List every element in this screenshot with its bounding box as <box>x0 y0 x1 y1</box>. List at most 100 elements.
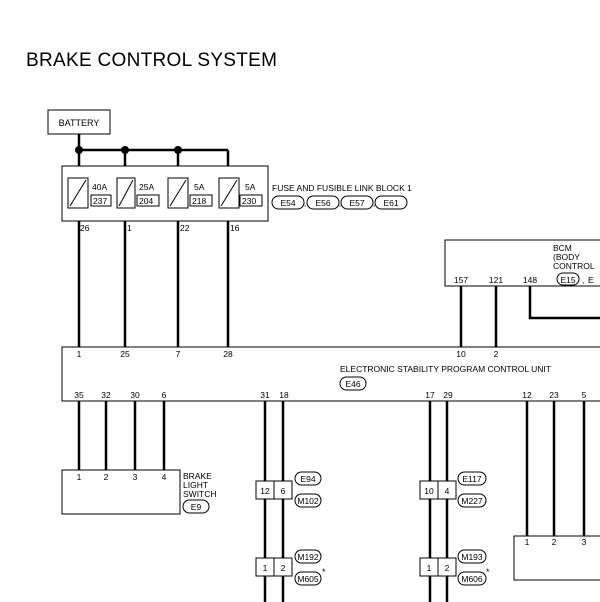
connector-label: M227 <box>461 496 483 506</box>
splice-dot <box>121 146 129 154</box>
battery-label: BATTERY <box>59 118 100 128</box>
connector-label: E57 <box>349 198 364 208</box>
terminal-number: 26 <box>80 223 90 233</box>
svg-text:,: , <box>582 275 584 285</box>
connector-oval <box>294 471 322 486</box>
connector-label: E117 <box>462 474 481 484</box>
brake-light-switch-label: BRAKE <box>183 471 212 481</box>
fuse-icon <box>167 177 189 209</box>
terminal-number: 30 <box>130 390 140 400</box>
terminal-number: 5 <box>582 390 587 400</box>
terminal-number: 22 <box>180 223 190 233</box>
terminal-number: 25 <box>120 349 130 359</box>
fuse-block-title: FUSE AND FUSIBLE LINK BLOCK 1 <box>272 183 412 193</box>
terminal-number: 31 <box>260 390 270 400</box>
fuse-rating: 5A <box>245 182 256 192</box>
brake-light-switch-label: LIGHT <box>183 480 208 490</box>
connector-oval <box>294 549 322 564</box>
terminal-number: 1 <box>427 563 432 573</box>
terminal-number: 28 <box>223 349 233 359</box>
connector-oval <box>340 195 374 210</box>
fuse-number: 204 <box>139 196 153 206</box>
terminal-number: 29 <box>443 390 453 400</box>
asterisk-mark: * <box>486 567 490 577</box>
terminal-number: 16 <box>230 223 240 233</box>
esp-box <box>61 346 600 402</box>
page-title: BRAKE CONTROL SYSTEM <box>26 50 278 71</box>
connector-label: E56 <box>315 198 330 208</box>
esp-title: ELECTRONIC STABILITY PROGRAM CONTROL UNI… <box>340 364 551 374</box>
svg-text:,: , <box>339 198 341 208</box>
terminal-number: 3 <box>582 537 587 547</box>
connector-oval <box>306 195 340 210</box>
terminal-number: 1 <box>127 223 132 233</box>
connector-label: E15 <box>560 275 575 285</box>
brake-light-switch-label: SWITCH <box>183 489 217 499</box>
bcm-label: (BODY <box>553 252 580 262</box>
terminal-number: 35 <box>74 390 84 400</box>
connector-label: E94 <box>300 474 315 484</box>
connector-oval <box>556 272 580 286</box>
terminal-number: 1 <box>263 563 268 573</box>
fuse-icon <box>218 177 240 209</box>
connector-oval <box>457 549 487 564</box>
connector-oval <box>294 571 322 586</box>
terminal-number: 1 <box>77 349 82 359</box>
connector-label: M193 <box>461 552 483 562</box>
splice-dot <box>75 146 83 154</box>
terminal-number: 32 <box>101 390 111 400</box>
terminal-number: 18 <box>279 390 289 400</box>
connector-oval <box>457 571 487 586</box>
connector-label: E9 <box>191 502 202 512</box>
fuse-rating: 40A <box>92 182 107 192</box>
terminal-number: 2 <box>552 537 557 547</box>
connector-oval <box>182 499 210 514</box>
terminal-number: 3 <box>133 472 138 482</box>
terminal-number: 157 <box>454 275 468 285</box>
fuse-block-box <box>61 165 269 222</box>
connector-label: E61 <box>383 198 398 208</box>
connector-oval <box>457 471 487 486</box>
fuse-number: 237 <box>93 196 107 206</box>
bcm-label: CONTROL <box>553 261 595 271</box>
terminal-number: 2 <box>445 563 450 573</box>
svg-text:,: , <box>373 198 375 208</box>
asterisk-mark: * <box>322 567 326 577</box>
terminal-number: 2 <box>281 563 286 573</box>
connector-oval <box>339 376 367 391</box>
terminal-number: 4 <box>162 472 167 482</box>
terminal-number: 4 <box>445 486 450 496</box>
connector-oval <box>374 195 408 210</box>
connector-oval <box>271 195 305 210</box>
connector-label: M605 <box>297 574 319 584</box>
connector-label: E <box>588 275 594 285</box>
connector-oval <box>294 493 322 508</box>
connector-label: M192 <box>297 552 319 562</box>
terminal-number: 1 <box>525 537 530 547</box>
fuse-number: 230 <box>242 196 256 206</box>
connector-label: E54 <box>280 198 295 208</box>
bottom-right-component-box <box>513 535 600 581</box>
connector-oval <box>457 493 487 508</box>
connector-label: M102 <box>297 496 319 506</box>
svg-text:,: , <box>304 198 306 208</box>
terminal-number: 148 <box>523 275 537 285</box>
connector-label: M606 <box>461 574 483 584</box>
terminal-number: 12 <box>522 390 532 400</box>
terminal-number: 121 <box>489 275 503 285</box>
bcm-label: BCM <box>553 243 572 253</box>
terminal-number: 6 <box>281 486 286 496</box>
terminal-number: 17 <box>425 390 435 400</box>
bcm-box <box>444 239 600 287</box>
brake-light-switch-box <box>61 469 181 515</box>
connector-label: E46 <box>345 379 360 389</box>
fuse-number: 218 <box>192 196 206 206</box>
terminal-number: 6 <box>162 390 167 400</box>
terminal-number: 10 <box>424 486 434 496</box>
terminal-number: 2 <box>104 472 109 482</box>
fuse-rating: 25A <box>139 182 154 192</box>
fuse-rating: 5A <box>194 182 205 192</box>
fuse-icon <box>116 177 136 209</box>
terminal-number: 10 <box>456 349 466 359</box>
